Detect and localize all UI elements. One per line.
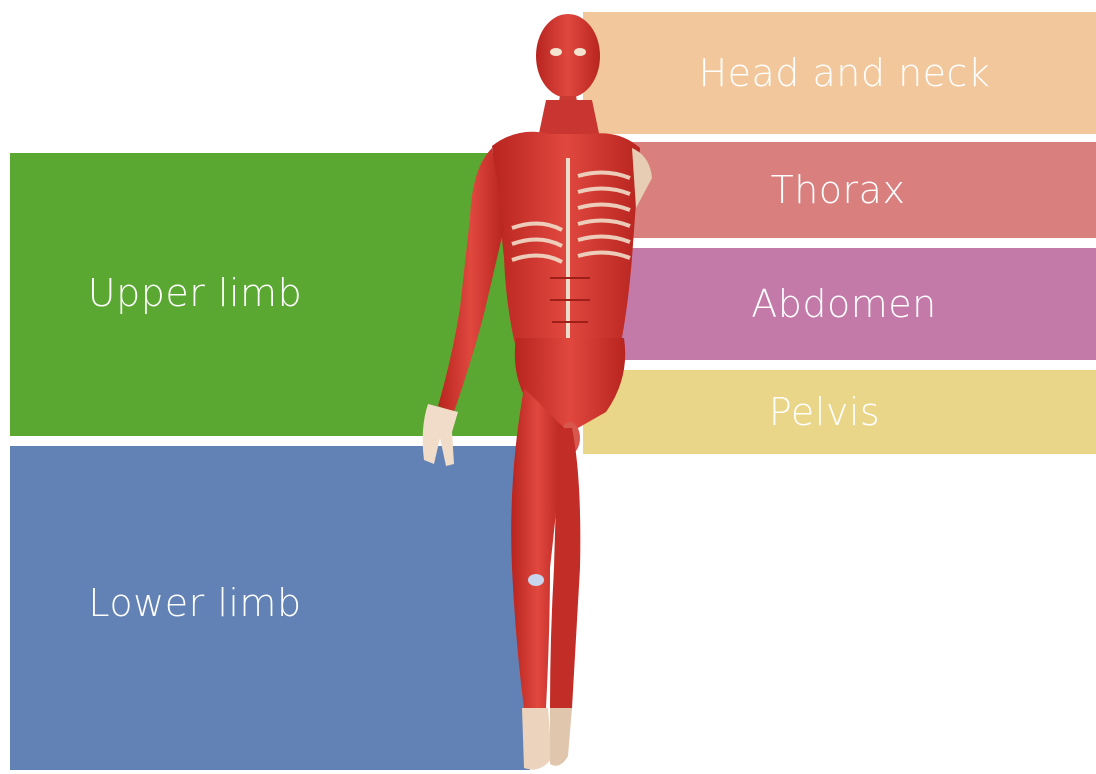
muscular-anatomy-figure-icon	[400, 8, 660, 774]
upper-limb-label: Upper limb	[88, 271, 302, 315]
thorax-region: Thorax	[600, 142, 1096, 238]
head-and-neck-label: Head and neck	[699, 51, 991, 95]
pelvis-label: Pelvis	[769, 390, 880, 434]
abdomen-label: Abdomen	[751, 282, 936, 326]
thorax-label: Thorax	[771, 168, 906, 212]
lower-limb-label: Lower limb	[88, 581, 301, 625]
abdomen-region: Abdomen	[600, 248, 1096, 360]
